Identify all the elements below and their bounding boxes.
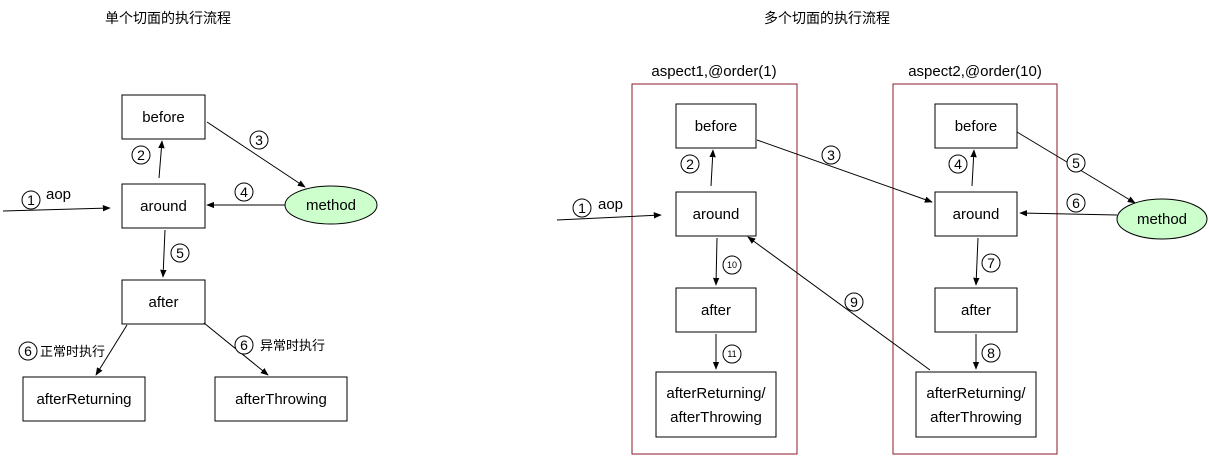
aspect2-around-label: around (953, 206, 1000, 223)
single-aop-label: aop (46, 186, 71, 203)
aspect1-final-label-2: afterThrowing (670, 409, 762, 426)
single-aspect-title: 单个切面的执行流程 (105, 11, 231, 27)
aspect2-final-box (915, 371, 1037, 438)
single-before-label: before (142, 109, 185, 126)
single-after-throwing-box (214, 376, 348, 422)
aspect1-around-box (675, 191, 757, 237)
svg-text:6: 6 (1072, 195, 1080, 211)
svg-text:8: 8 (987, 345, 995, 361)
single-around-box (121, 183, 206, 229)
svg-text:9: 9 (850, 294, 858, 310)
multi-step-1: 1 (572, 198, 592, 218)
aspect1-final-label-1: afterReturning/ (666, 385, 766, 402)
aspect1-after-label: after (701, 302, 731, 319)
multi-aop-arrow (556, 212, 662, 221)
single-step-5: 5 (170, 243, 190, 263)
aspect2-before-box (934, 103, 1018, 149)
multi-step-5: 5 (1066, 153, 1086, 173)
aspect1-before-box (675, 103, 757, 149)
aspect2-around-to-after-arrow (973, 237, 980, 286)
aspect1-around-to-after-arrow (712, 237, 720, 286)
aspect2-before-label: before (955, 118, 998, 135)
method-to-aspect2-around-arrow (1019, 209, 1118, 217)
single-around-label: around (140, 198, 187, 215)
single-step-4: 4 (234, 182, 254, 202)
single-before-box (121, 94, 206, 140)
single-after-box (121, 279, 206, 325)
aspect2-around-to-before-arrow (970, 149, 977, 187)
aspect2-around-box (934, 191, 1018, 237)
multi-step-11: 11 (722, 344, 742, 364)
multi-step-9: 9 (844, 292, 864, 312)
single-aop-arrow (2, 205, 111, 212)
svg-text:4: 4 (240, 184, 248, 200)
aspect2-container (892, 83, 1058, 455)
single-aspect-flow: before around after afterReturning after… (2, 94, 378, 422)
aspect1-after-box (675, 287, 757, 333)
multi-method-label: method (1137, 211, 1187, 228)
svg-text:6: 6 (240, 337, 248, 353)
multi-aspect-title: 多个切面的执行流程 (764, 10, 890, 27)
svg-text:2: 2 (686, 156, 694, 172)
multi-step-10: 10 (722, 255, 742, 275)
svg-text:5: 5 (176, 245, 184, 261)
single-step-2: 2 (131, 145, 151, 165)
single-before-to-method-arrow (206, 121, 306, 188)
aspect1-final-box (655, 371, 777, 438)
aspect2-label: aspect2,@order(10) (908, 63, 1042, 80)
multi-step-6: 6 (1066, 193, 1086, 213)
svg-text:3: 3 (255, 132, 263, 148)
multi-step-2: 2 (680, 154, 700, 174)
single-after-returning-label: afterReturning (36, 391, 131, 408)
single-around-to-after-arrow (160, 229, 167, 278)
single-step-6-normal: 6 (18, 341, 38, 361)
multi-aspect-flow: aspect1,@order(1) aspect2,@order(10) bef… (556, 63, 1208, 455)
svg-text:11: 11 (727, 349, 736, 359)
aspect2-after-label: after (961, 302, 991, 319)
aspect1-before-label: before (695, 118, 738, 135)
svg-text:3: 3 (827, 147, 835, 163)
multi-step-8: 8 (981, 343, 1001, 363)
single-around-to-before-arrow (158, 140, 165, 179)
aspect2-final-label-1: afterReturning/ (926, 385, 1026, 402)
svg-text:4: 4 (954, 156, 962, 172)
svg-text:5: 5 (1072, 155, 1080, 171)
single-method-label: method (306, 197, 356, 214)
aspect1-label: aspect1,@order(1) (651, 63, 776, 80)
single-step-3: 3 (249, 130, 269, 150)
single-step-6-exception: 6 (234, 335, 254, 355)
aspect2-final-label-2: afterThrowing (930, 409, 1022, 426)
svg-text:7: 7 (987, 255, 995, 271)
single-normal-exec-label: 正常时执行 (40, 345, 105, 360)
aspect1-before-to-aspect2-around-arrow (756, 139, 933, 203)
single-exception-exec-label: 异常时执行 (260, 339, 325, 354)
aspect2-final-to-aspect1-around-arrow (747, 236, 931, 371)
svg-text:1: 1 (27, 192, 35, 208)
multi-step-3: 3 (821, 145, 841, 165)
multi-method-node (1116, 198, 1208, 240)
single-after-label: after (148, 294, 178, 311)
aspect1-around-label: around (693, 206, 740, 223)
svg-text:1: 1 (578, 200, 586, 216)
svg-text:2: 2 (137, 147, 145, 163)
multi-step-4: 4 (948, 154, 968, 174)
single-after-to-returning-arrow (95, 324, 128, 376)
aspect2-after-box (934, 287, 1018, 333)
single-step-1: 1 (21, 190, 41, 210)
svg-text:6: 6 (24, 343, 32, 359)
aspect1-around-to-before-arrow (709, 149, 716, 187)
single-after-throwing-label: afterThrowing (235, 391, 327, 408)
aspect1-container (631, 83, 798, 455)
multi-aop-label: aop (598, 196, 623, 213)
single-after-returning-box (22, 376, 146, 422)
multi-step-7: 7 (981, 253, 1001, 273)
svg-text:10: 10 (727, 260, 737, 270)
